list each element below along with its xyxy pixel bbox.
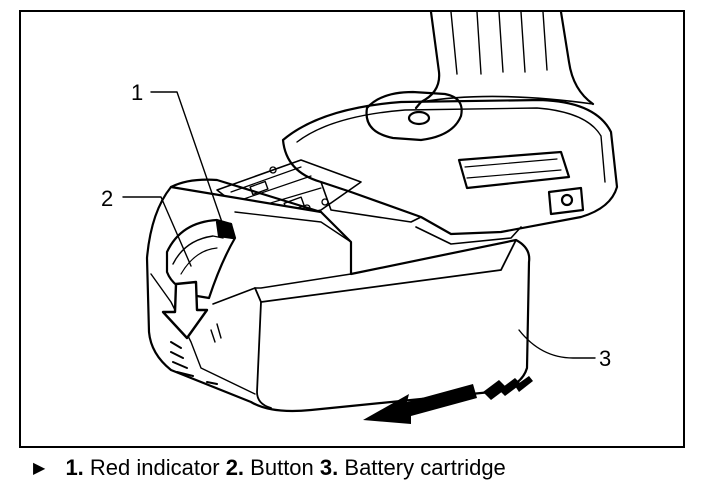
right-triangle-bullet-icon: ▶ <box>33 460 46 477</box>
caption-number-2: 2. <box>225 455 245 480</box>
caption-label-3: Battery cartridge <box>344 455 506 480</box>
downward-arrow-icon <box>161 280 209 340</box>
tool-foot <box>281 90 619 245</box>
caption-number-1: 1. <box>65 455 84 480</box>
tool-battery-illustration: 1 2 3 <box>101 12 619 424</box>
caption-label-2: Button <box>250 455 314 480</box>
callout-1: 1 <box>131 80 143 105</box>
red-indicator <box>215 220 235 240</box>
caption-number-3: 3. <box>319 455 339 480</box>
leader-lines <box>122 91 596 359</box>
caption-label-1: Red indicator <box>89 455 220 480</box>
callout-3: 3 <box>599 346 611 371</box>
slide-direction-arrow-icon <box>363 376 533 424</box>
battery-cartridge <box>145 178 531 413</box>
callout-2: 2 <box>101 186 113 211</box>
illustration-frame: 1 2 3 <box>19 10 685 448</box>
figure-caption: ▶ 1. Red indicator 2. Button 3. Battery … <box>33 455 506 482</box>
